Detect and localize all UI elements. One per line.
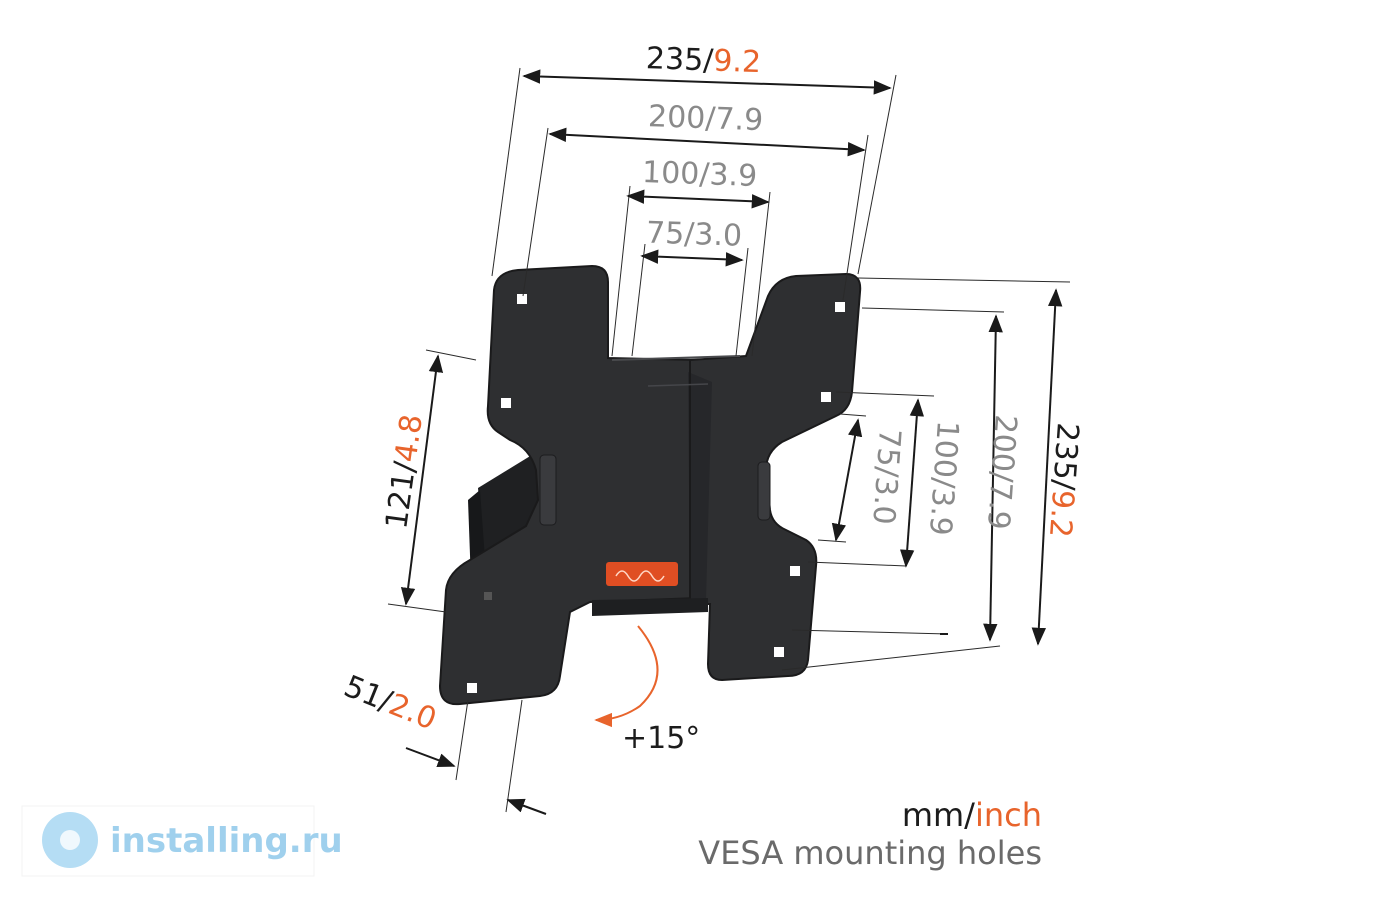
dim-right-75: 75/3.0 xyxy=(865,427,907,525)
arrow-right-75 xyxy=(831,418,863,542)
mounting-hole xyxy=(774,647,784,657)
watermark: installing.ru xyxy=(21,805,343,877)
wall-bracket xyxy=(438,264,862,706)
dim-left-height: 121/4.8 xyxy=(379,412,430,531)
arrow-top-100 xyxy=(626,189,770,209)
dim-right-100: 100/3.9 xyxy=(922,419,965,536)
arrow-left-height xyxy=(400,354,444,606)
dim-top-200: 200/7.9 xyxy=(647,99,763,138)
dimension-arrows xyxy=(400,69,1063,815)
units-legend: mm/inch xyxy=(902,796,1042,834)
tilt-label: +15° xyxy=(622,721,700,756)
arrow-right-overall xyxy=(1031,288,1063,646)
tilt-indicator: +15° xyxy=(594,625,700,756)
arrow-depth-right xyxy=(506,798,547,815)
mounting-holes xyxy=(467,294,845,693)
dim-top-overall: 235/9.2 xyxy=(645,41,761,80)
legend-caption: VESA mounting holes xyxy=(698,834,1042,872)
arrow-depth-left xyxy=(405,747,456,768)
tilt-arc-icon xyxy=(594,625,659,728)
right-plate xyxy=(689,272,862,682)
mounting-hole xyxy=(517,294,527,304)
dim-depth: 51/2.0 xyxy=(339,669,441,737)
mounting-hole xyxy=(790,566,800,576)
arrow-right-200 xyxy=(983,314,1003,642)
mounting-hole xyxy=(467,683,477,693)
dim-right-overall: 235/9.2 xyxy=(1042,421,1085,538)
arrow-top-200 xyxy=(548,127,866,157)
dim-top-75: 75/3.0 xyxy=(645,215,742,253)
watermark-text: installing.ru xyxy=(110,821,343,861)
arrow-right-100 xyxy=(899,398,925,568)
dim-right-200: 200/7.9 xyxy=(980,413,1023,530)
brand-tag xyxy=(606,562,678,586)
mounting-hole xyxy=(835,302,845,312)
mounting-hole xyxy=(821,392,831,402)
dim-top-100: 100/3.9 xyxy=(641,155,757,194)
left-plate xyxy=(438,264,702,706)
mounting-hole xyxy=(501,398,511,408)
arrow-top-overall xyxy=(522,69,892,95)
arrow-top-75 xyxy=(640,249,744,267)
